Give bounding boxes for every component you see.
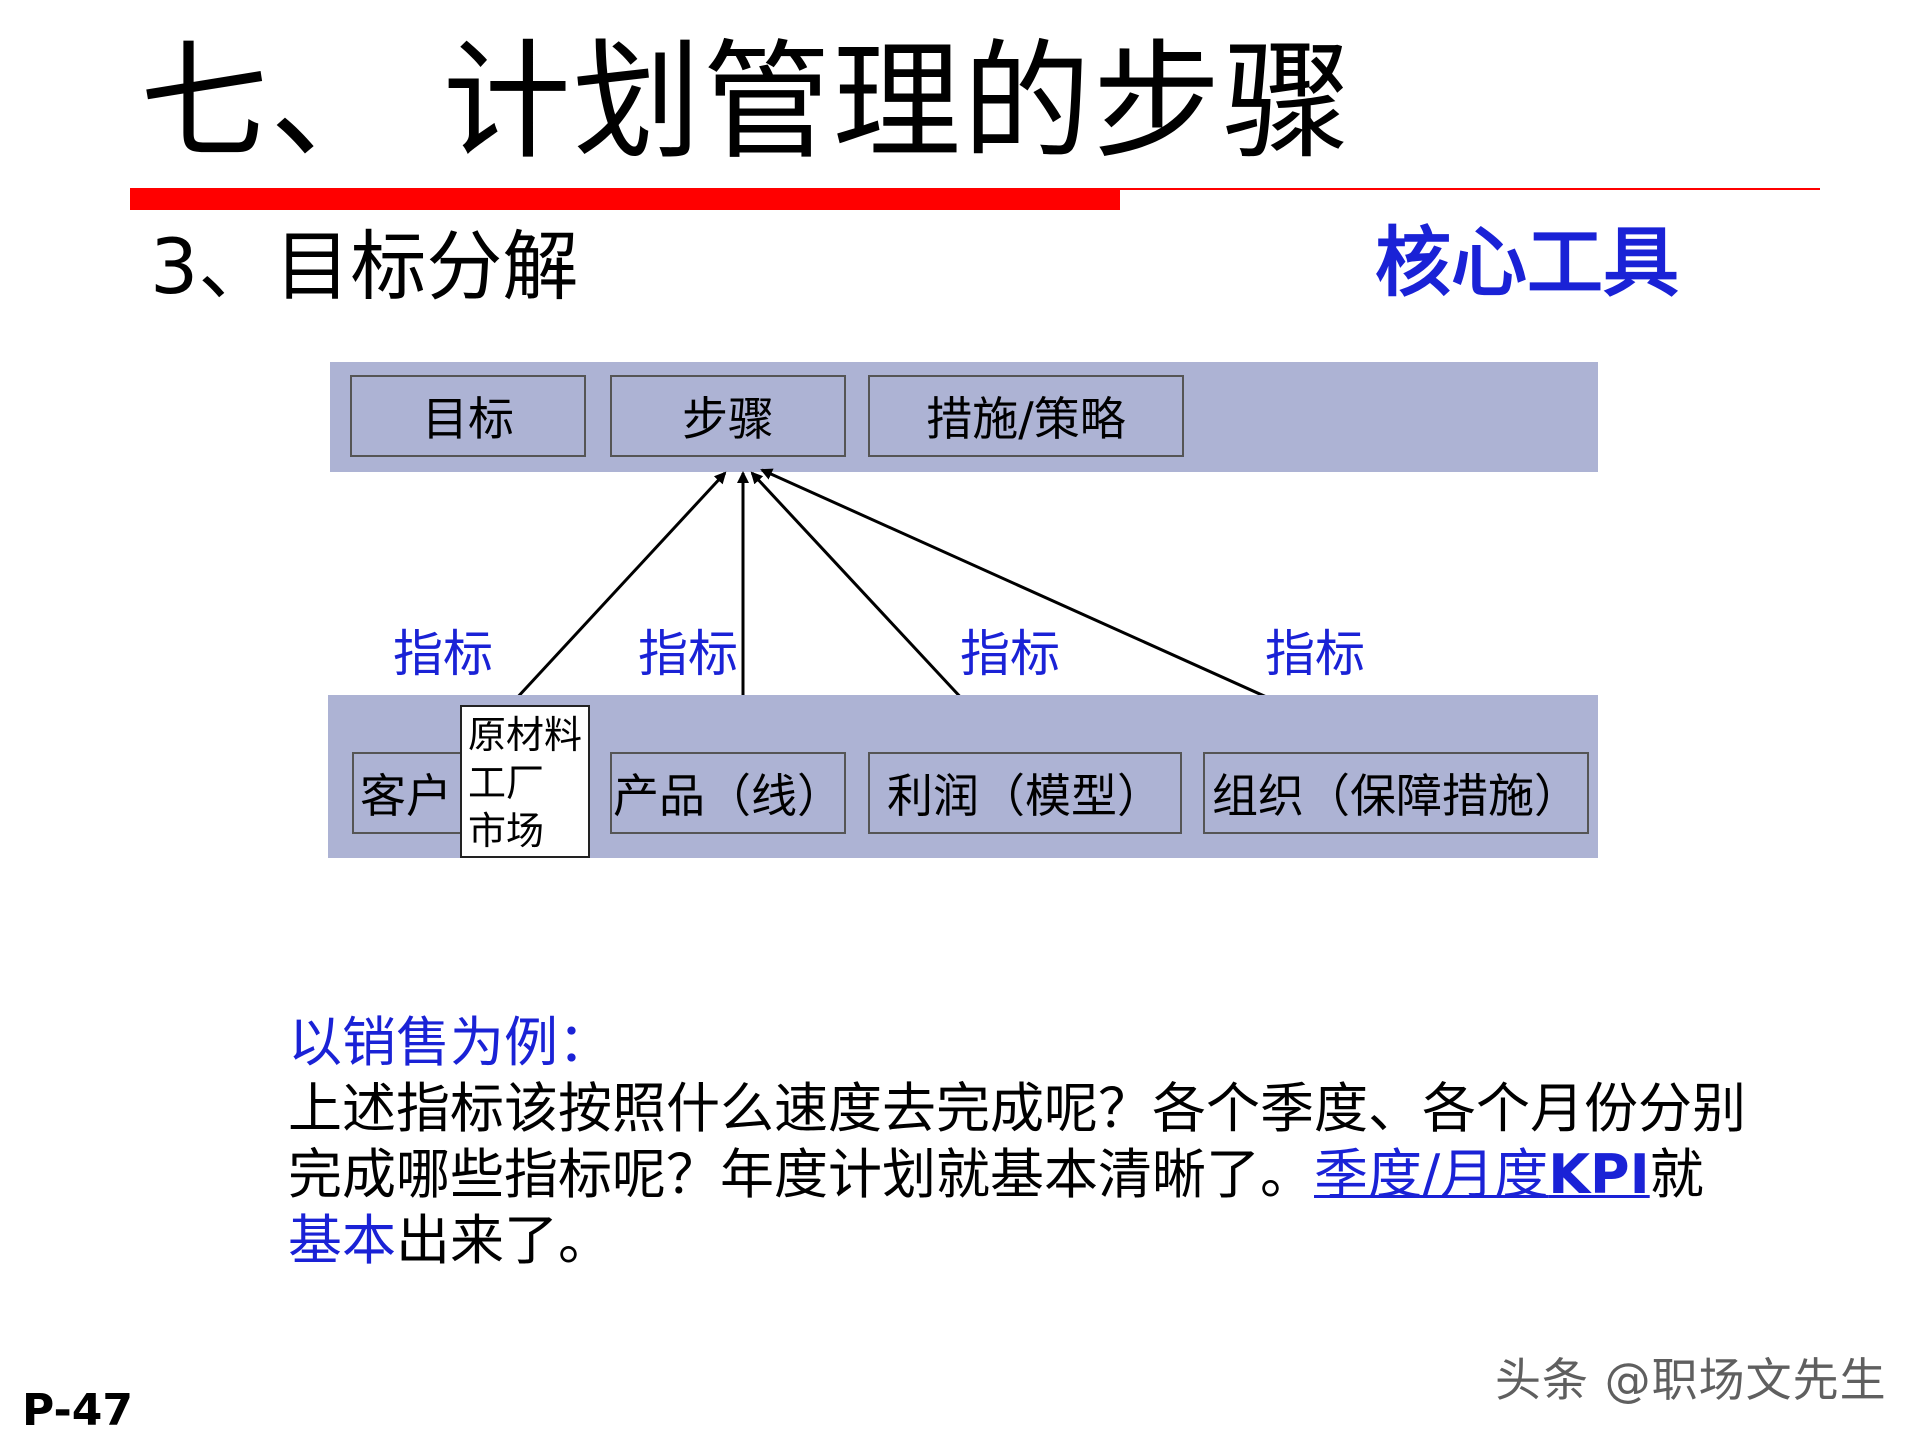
measures-box: 措施/策略 bbox=[868, 375, 1184, 457]
line3-text: 出来了。 bbox=[396, 1209, 612, 1272]
popup-item-market: 市场 bbox=[468, 809, 545, 853]
paragraph-line-2: 完成哪些指标呢？年度计划就基本清晰了。季度/月度KPI就 bbox=[288, 1142, 1768, 1208]
paragraph-line-3: 基本出来了。 bbox=[288, 1208, 1768, 1274]
indicator-label-1: 指标 bbox=[393, 625, 493, 683]
product-box: 产品（线） bbox=[610, 752, 846, 834]
customer-popup: 原材料 工厂 市场 bbox=[460, 705, 590, 858]
line2-text-a: 完成哪些指标呢？年度计划就基本清晰了。 bbox=[288, 1143, 1314, 1206]
title-underline-thin bbox=[1120, 188, 1820, 190]
organization-box: 组织（保障措施） bbox=[1203, 752, 1589, 834]
page-title: 七、 计划管理的步骤 bbox=[140, 28, 1353, 177]
goal-box: 目标 bbox=[350, 375, 586, 457]
example-paragraph: 以销售为例： 上述指标该按照什么速度去完成呢？各个季度、各个月份分别 完成哪些指… bbox=[288, 1010, 1768, 1274]
kpi-link[interactable]: 季度/月度KPI bbox=[1314, 1143, 1650, 1206]
line2-text-b: 就 bbox=[1649, 1143, 1704, 1206]
customer-box: 客户 bbox=[352, 752, 464, 834]
watermark: 头条 @职场文先生 bbox=[1495, 1353, 1887, 1407]
arrow-customer bbox=[513, 471, 727, 702]
core-tool-label: 核心工具 bbox=[1375, 218, 1679, 307]
profit-box: 利润（模型） bbox=[868, 752, 1182, 834]
example-heading: 以销售为例： bbox=[288, 1011, 612, 1074]
indicator-label-3: 指标 bbox=[960, 625, 1060, 683]
section-subtitle: 3、目标分解 bbox=[150, 222, 579, 311]
line3-blue-text: 基本 bbox=[288, 1209, 396, 1272]
popup-item-factory: 工厂 bbox=[468, 761, 545, 805]
steps-box: 步骤 bbox=[610, 375, 846, 457]
title-underline-thick bbox=[130, 188, 1120, 210]
paragraph-line-1: 上述指标该按照什么速度去完成呢？各个季度、各个月份分别 bbox=[288, 1077, 1746, 1140]
indicator-label-2: 指标 bbox=[638, 625, 738, 683]
indicator-label-4: 指标 bbox=[1265, 625, 1365, 683]
page-number: P-47 bbox=[22, 1385, 133, 1436]
popup-item-raw-materials: 原材料 bbox=[468, 713, 583, 757]
